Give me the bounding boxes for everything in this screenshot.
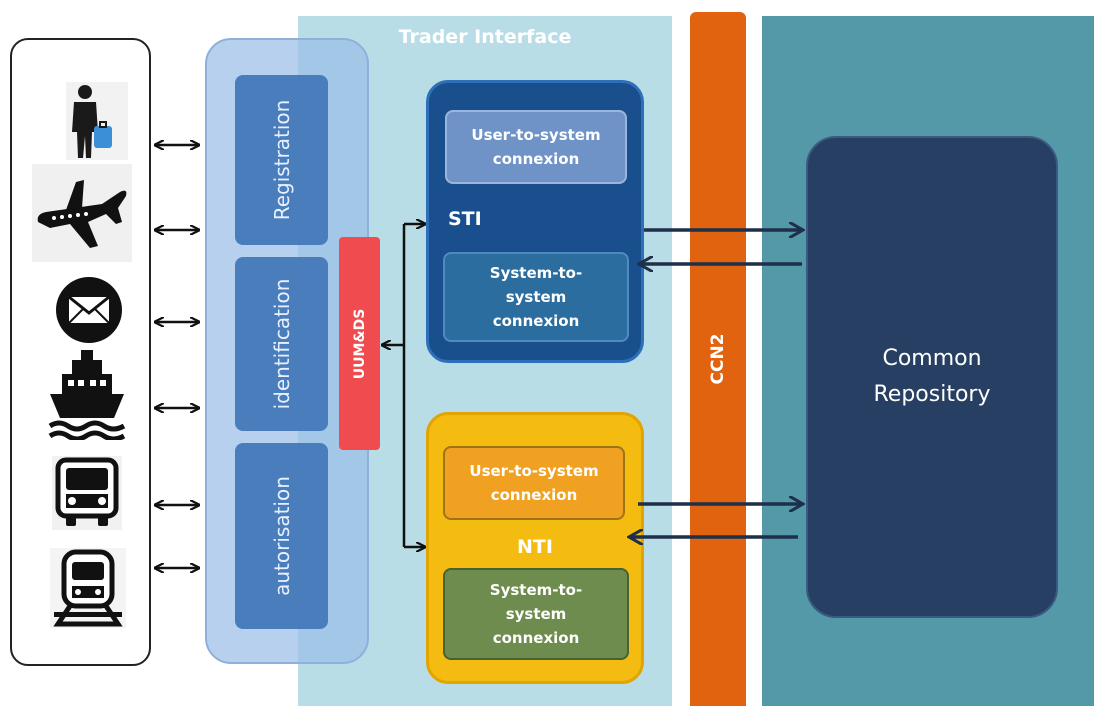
sti-label: STI	[448, 208, 482, 230]
train-icon	[50, 548, 126, 628]
sti-system-to-system-label: System-to-system connexion	[489, 264, 583, 330]
ccn2-band: CCN2	[690, 12, 746, 706]
autorisation-box: autorisation	[235, 443, 328, 629]
uumds-box: UUM&DS	[339, 237, 380, 450]
nti-user-to-system-label: User-to-system connexion	[469, 462, 599, 504]
nti-user-to-system-box: User-to-system connexion	[443, 446, 625, 520]
airplane-icon	[32, 164, 132, 262]
ship-icon	[48, 350, 126, 440]
identification-box: identification	[235, 257, 328, 431]
nti-system-to-system-label: System-to-system connexion	[489, 581, 583, 647]
truck-icon	[52, 456, 122, 530]
nti-label: NTI	[517, 536, 553, 558]
sti-user-to-system-box: User-to-system connexion	[445, 110, 627, 184]
sti-system-to-system-box: System-to-system connexion	[443, 252, 629, 342]
common-repository-label: Common Repository	[873, 346, 991, 407]
postal-envelope-icon	[56, 277, 122, 343]
sti-user-to-system-label: User-to-system connexion	[471, 126, 601, 168]
traveller-icon	[66, 82, 128, 160]
trader-interface-title: Trader Interface	[398, 26, 572, 48]
uumds-branch-connector	[383, 224, 424, 547]
common-repository: Common Repository	[806, 136, 1058, 618]
nti-system-to-system-box: System-to-system connexion	[443, 568, 629, 660]
registration-box: Registration	[235, 75, 328, 245]
